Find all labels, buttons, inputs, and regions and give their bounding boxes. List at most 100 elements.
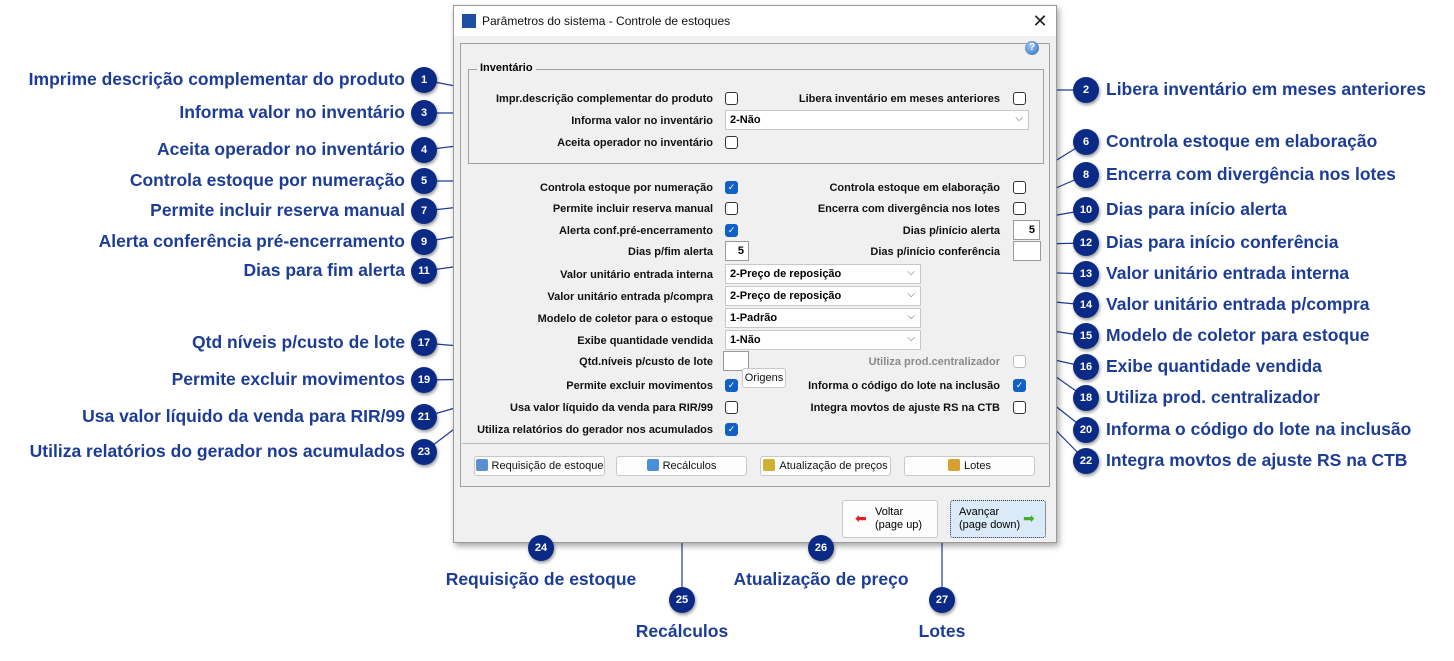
callout-badge: 18 bbox=[1073, 385, 1099, 411]
recalculos-button[interactable]: Recálculos bbox=[616, 456, 747, 476]
avancar-label: Avançar bbox=[959, 506, 1000, 518]
modelo-coletor-select[interactable]: 1-Padrão⌵ bbox=[725, 308, 921, 328]
callout-label: Valor unitário entrada p/compra bbox=[1106, 294, 1370, 314]
aceita-operador-label: Aceita operador no inventário bbox=[557, 137, 713, 149]
main-panel bbox=[460, 43, 1050, 487]
callout-label: Atualização de preço bbox=[733, 569, 909, 589]
callout-badge: 24 bbox=[528, 535, 554, 561]
informa-lote-checkbox[interactable]: ✓ bbox=[1013, 379, 1026, 392]
callout-label: Informa o código do lote na inclusão bbox=[1106, 419, 1412, 439]
callout-badge: 3 bbox=[411, 100, 437, 126]
callout-badge: 5 bbox=[411, 168, 437, 194]
button-label: Recálculos bbox=[662, 460, 717, 472]
callout-label: Permite incluir reserva manual bbox=[150, 200, 405, 220]
arrow-left-icon: ⬅ bbox=[855, 510, 867, 526]
informa-valor-label: Informa valor no inventário bbox=[571, 115, 713, 127]
voltar-button[interactable]: ⬅ Voltar (page up) bbox=[842, 500, 938, 538]
button-label: Lotes bbox=[964, 460, 991, 472]
callout-badge: 4 bbox=[411, 137, 437, 163]
excluir-mov-label: Permite excluir movimentos bbox=[566, 380, 713, 392]
atualizacao-precos-button[interactable]: Atualização de preços bbox=[760, 456, 891, 476]
dias-inicio-alerta-label: Dias p/início alerta bbox=[902, 225, 1000, 237]
avancar-button[interactable]: Avançar (page down) ➡ bbox=[950, 500, 1046, 538]
excluir-mov-checkbox[interactable]: ✓ bbox=[725, 379, 738, 392]
parameters-dialog: Parâmetros do sistema - Controle de esto… bbox=[453, 5, 1057, 543]
vu-compra-select[interactable]: 2-Preço de reposição⌵ bbox=[725, 286, 921, 306]
callout-label: Controla estoque por numeração bbox=[129, 170, 405, 190]
title-bar: Parâmetros do sistema - Controle de esto… bbox=[454, 6, 1056, 36]
callout-label: Permite excluir movimentos bbox=[171, 369, 405, 389]
close-button[interactable]: ✕ bbox=[1032, 11, 1048, 31]
select-value: 2-Preço de reposição bbox=[730, 290, 842, 302]
dias-fim-alerta-label: Dias p/fim alerta bbox=[628, 246, 713, 258]
callout-label: Requisição de estoque bbox=[445, 569, 637, 589]
callout-badge: 23 bbox=[411, 439, 437, 465]
help-icon[interactable]: ? bbox=[1025, 41, 1039, 55]
callout-label: Exibe quantidade vendida bbox=[1106, 356, 1322, 376]
callout-badge: 8 bbox=[1073, 162, 1099, 188]
impr-desc-checkbox[interactable] bbox=[725, 92, 738, 105]
callout-badge: 1 bbox=[411, 67, 437, 93]
qtd-niveis-input[interactable] bbox=[723, 351, 749, 371]
callout-badge: 12 bbox=[1073, 230, 1099, 256]
document-icon bbox=[475, 459, 488, 471]
callout-label: Informa valor no inventário bbox=[179, 102, 405, 122]
dias-inicio-alerta-input[interactable]: 5 bbox=[1013, 220, 1040, 240]
callout-badge: 15 bbox=[1073, 323, 1099, 349]
exibe-qtd-label: Exibe quantidade vendida bbox=[577, 335, 713, 347]
select-value: 1-Padrão bbox=[730, 312, 778, 324]
controla-numeracao-checkbox[interactable]: ✓ bbox=[725, 181, 738, 194]
chevron-down-icon: ⌵ bbox=[907, 267, 915, 278]
chevron-down-icon: ⌵ bbox=[1015, 113, 1023, 124]
libera-checkbox[interactable] bbox=[1013, 92, 1026, 105]
callout-label: Libera inventário em meses anteriores bbox=[1106, 79, 1426, 99]
lotes-button[interactable]: Lotes bbox=[904, 456, 1035, 476]
callout-badge: 25 bbox=[669, 587, 695, 613]
utiliza-centralizador-checkbox[interactable] bbox=[1013, 355, 1026, 368]
select-value: 2-Não bbox=[730, 114, 761, 126]
controla-elaboracao-checkbox[interactable] bbox=[1013, 181, 1026, 194]
origens-button[interactable]: Origens bbox=[742, 368, 786, 388]
callout-label: Usa valor líquido da venda para RIR/99 bbox=[82, 406, 405, 426]
button-label: Atualização de preços bbox=[779, 460, 888, 472]
utiliza-relatorios-label: Utiliza relatórios do gerador nos acumul… bbox=[477, 424, 713, 436]
separator bbox=[462, 443, 1050, 444]
callout-badge: 11 bbox=[411, 258, 437, 284]
encerra-divergencia-checkbox[interactable] bbox=[1013, 202, 1026, 215]
callout-badge: 7 bbox=[411, 198, 437, 224]
chevron-down-icon: ⌵ bbox=[907, 333, 915, 344]
callout-badge: 17 bbox=[411, 330, 437, 356]
voltar-hint: (page up) bbox=[875, 519, 923, 531]
informa-valor-select[interactable]: 2-Não ⌵ bbox=[725, 110, 1029, 130]
aceita-operador-checkbox[interactable] bbox=[725, 136, 738, 149]
informa-lote-label: Informa o código do lote na inclusão bbox=[808, 380, 1000, 392]
callout-label: Aceita operador no inventário bbox=[157, 139, 405, 159]
button-label: Requisição de estoque bbox=[491, 460, 604, 472]
callout-label: Dias para início conferência bbox=[1106, 232, 1339, 252]
callout-label: Alerta conferência pré-encerramento bbox=[98, 231, 405, 251]
callout-label: Utiliza relatórios do gerador nos acumul… bbox=[29, 441, 405, 461]
callout-badge: 16 bbox=[1073, 354, 1099, 380]
callout-label: Modelo de coletor para estoque bbox=[1106, 325, 1370, 345]
callout-label: Lotes bbox=[918, 621, 966, 641]
requisicao-estoque-button[interactable]: Requisição de estoque bbox=[474, 456, 605, 476]
vu-interna-select[interactable]: 2-Preço de reposição⌵ bbox=[725, 264, 921, 284]
reserva-manual-checkbox[interactable] bbox=[725, 202, 738, 215]
vu-interna-label: Valor unitário entrada interna bbox=[560, 269, 713, 281]
inventory-group-label: Inventário bbox=[477, 62, 536, 74]
dias-fim-alerta-input[interactable]: 5 bbox=[725, 241, 749, 261]
utiliza-relatorios-checkbox[interactable]: ✓ bbox=[725, 423, 738, 436]
callout-label: Qtd níveis p/custo de lote bbox=[192, 332, 405, 352]
utiliza-centralizador-label: Utiliza prod.centralizador bbox=[868, 356, 1000, 368]
select-value: 1-Não bbox=[730, 334, 761, 346]
callout-label: Encerra com divergência nos lotes bbox=[1106, 164, 1396, 184]
dias-inicio-conf-input[interactable] bbox=[1013, 241, 1041, 261]
callout-label: Dias para fim alerta bbox=[243, 260, 405, 280]
integra-movtos-checkbox[interactable] bbox=[1013, 401, 1026, 414]
valor-liquido-checkbox[interactable] bbox=[725, 401, 738, 414]
alerta-conf-checkbox[interactable]: ✓ bbox=[725, 224, 738, 237]
callout-label: Valor unitário entrada interna bbox=[1106, 263, 1350, 283]
exibe-qtd-select[interactable]: 1-Não ⌵ bbox=[725, 330, 921, 350]
arrow-right-icon: ➡ bbox=[1023, 510, 1035, 526]
callout-badge: 10 bbox=[1073, 197, 1099, 223]
